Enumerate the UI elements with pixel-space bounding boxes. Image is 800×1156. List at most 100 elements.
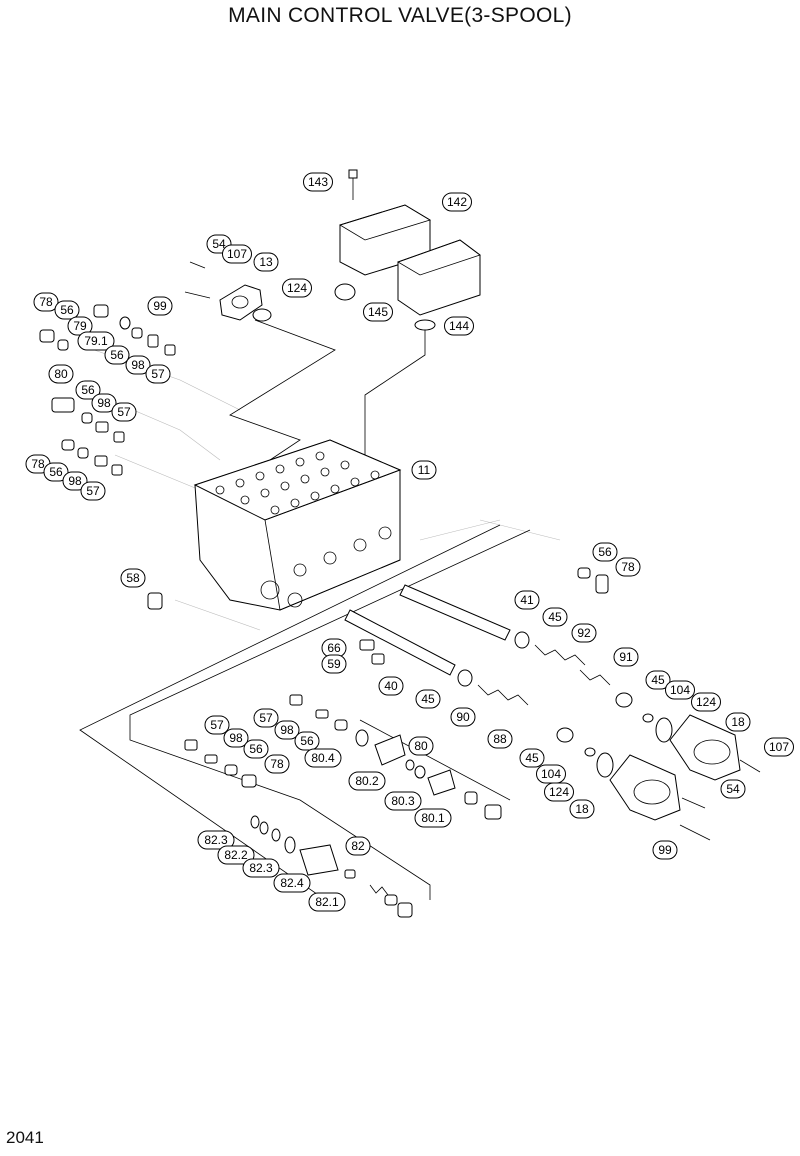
callout-107: 107 <box>764 737 794 757</box>
callout-88: 88 <box>487 729 513 749</box>
callout-label: 78 <box>270 757 284 771</box>
callout-92: 92 <box>571 623 597 643</box>
callout-label: 142 <box>447 195 467 209</box>
callout-label: 98 <box>280 723 294 737</box>
callout-label: 124 <box>696 695 716 709</box>
callout-bubble <box>43 462 69 482</box>
callout-56: 56 <box>104 345 130 365</box>
callout-bubble <box>592 542 618 562</box>
callout-label: 56 <box>598 545 612 559</box>
callout-bubble <box>444 316 474 336</box>
callout-label: 80 <box>54 367 68 381</box>
callout-bubble <box>665 680 695 700</box>
callout-82-2: 82.2 <box>217 845 255 865</box>
callout-107: 107 <box>222 244 252 264</box>
callout-label: 104 <box>670 683 690 697</box>
callout-78: 78 <box>25 454 51 474</box>
callout-57: 57 <box>253 708 279 728</box>
lower-left-parts <box>184 694 348 788</box>
callout-bubble <box>414 808 452 828</box>
callout-bubble <box>197 830 235 850</box>
callout-bubble <box>304 748 342 768</box>
callout-bubble <box>111 402 137 422</box>
callout-18: 18 <box>569 799 595 819</box>
callout-bubble <box>303 172 333 192</box>
callout-label: 45 <box>421 692 435 706</box>
callout-bubble <box>363 302 393 322</box>
callout-bubble <box>77 331 115 351</box>
callout-bubble <box>613 647 639 667</box>
callout-bubble <box>217 845 255 865</box>
flange-13 <box>184 261 272 322</box>
callout-bubble <box>125 355 151 375</box>
callout-bubble <box>544 782 574 802</box>
callout-label: 56 <box>300 734 314 748</box>
callout-90: 90 <box>450 707 476 727</box>
callout-label: 80.1 <box>421 811 445 825</box>
callout-bubble <box>764 737 794 757</box>
callout-bubble <box>33 292 59 312</box>
callout-label: 79 <box>73 319 87 333</box>
callout-bubble <box>442 192 472 212</box>
callout-bubble <box>120 568 146 588</box>
callout-80-4: 80.4 <box>304 748 342 768</box>
callout-98: 98 <box>62 471 88 491</box>
callout-99: 99 <box>147 296 173 316</box>
callout-label: 58 <box>126 571 140 585</box>
callout-45: 45 <box>519 748 545 768</box>
cover-blocks-142 <box>334 169 481 331</box>
callout-label: 80 <box>414 739 428 753</box>
callout-66: 66 <box>321 638 347 658</box>
callout-bubble <box>411 460 437 480</box>
callout-label: 99 <box>658 843 672 857</box>
callout-label: 57 <box>86 484 100 498</box>
callout-label: 78 <box>39 295 53 309</box>
callout-104: 104 <box>665 680 695 700</box>
callout-label: 88 <box>493 732 507 746</box>
callout-label: 56 <box>81 383 95 397</box>
callout-bubble <box>321 654 347 674</box>
callout-bubble <box>569 799 595 819</box>
callout-bubble <box>378 676 404 696</box>
relief-valve-82 <box>250 815 413 918</box>
callout-label: 57 <box>259 711 273 725</box>
callout-label: 90 <box>456 710 470 724</box>
callout-13: 13 <box>253 252 279 272</box>
callout-58: 58 <box>120 568 146 588</box>
callout-label: 66 <box>327 641 341 655</box>
callout-label: 91 <box>619 650 633 664</box>
relief-valve-80 <box>355 729 502 820</box>
callout-label: 80.4 <box>311 751 335 765</box>
callout-78: 78 <box>615 557 641 577</box>
callout-124: 124 <box>544 782 574 802</box>
callout-80: 80 <box>408 736 434 756</box>
callout-bubble <box>514 590 540 610</box>
callout-bubble <box>384 791 422 811</box>
callout-bubble <box>243 739 269 759</box>
callout-56: 56 <box>54 300 80 320</box>
callout-label: 56 <box>49 465 63 479</box>
callout-142: 142 <box>442 192 472 212</box>
callout-label: 54 <box>212 237 226 251</box>
callout-40: 40 <box>378 676 404 696</box>
callout-bubble <box>253 252 279 272</box>
callout-bubble <box>222 244 252 264</box>
callout-bubble <box>204 715 230 735</box>
callout-bubble <box>145 364 171 384</box>
callout-bubble <box>253 708 279 728</box>
callout-bubble <box>348 771 386 791</box>
callout-label: 98 <box>229 731 243 745</box>
callout-label: 98 <box>68 474 82 488</box>
callout-98: 98 <box>91 393 117 413</box>
callout-bubble <box>147 296 173 316</box>
callout-bubble <box>91 393 117 413</box>
callout-label: 82.1 <box>315 895 339 909</box>
callout-98: 98 <box>223 728 249 748</box>
callout-label: 56 <box>249 742 263 756</box>
callout-56: 56 <box>43 462 69 482</box>
callout-80: 80 <box>48 364 74 384</box>
callout-label: 107 <box>227 247 247 261</box>
callout-124: 124 <box>691 692 721 712</box>
callout-label: 56 <box>60 303 74 317</box>
callout-label: 92 <box>577 626 591 640</box>
